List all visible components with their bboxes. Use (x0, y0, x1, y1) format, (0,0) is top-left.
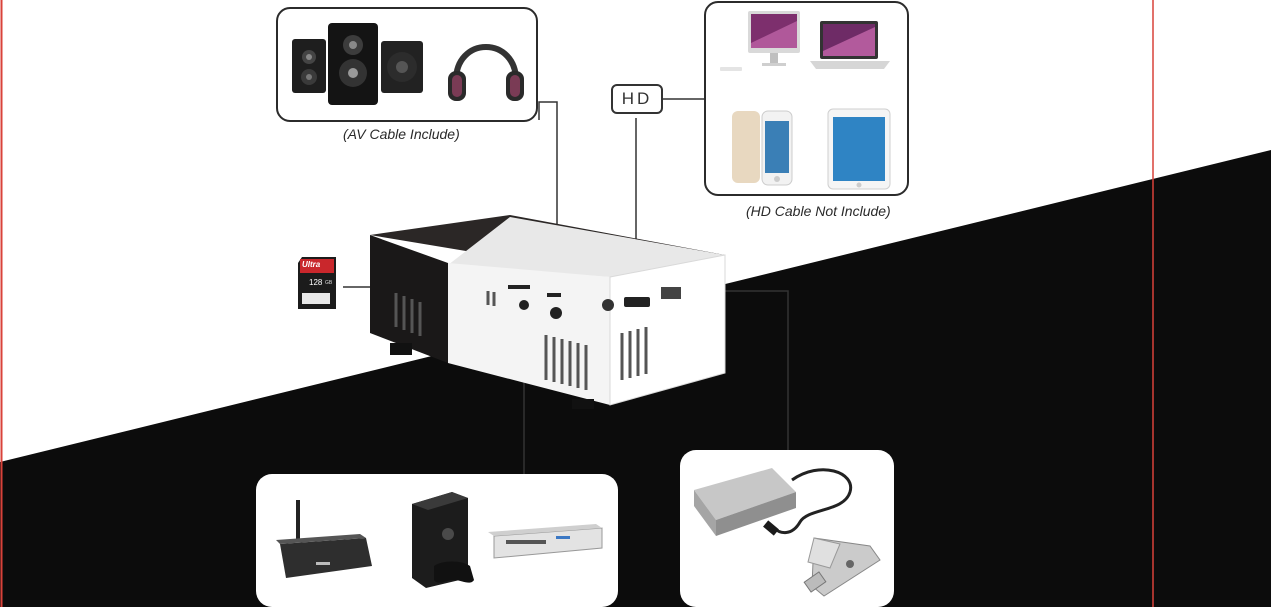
sd-card: Ultra 128 GB (298, 257, 336, 309)
av-sources-panel (256, 474, 618, 607)
iphone-icon (732, 110, 793, 186)
hd-devices-panel (704, 1, 909, 196)
av-cable-caption: (AV Cable Include) (343, 126, 460, 142)
hd-devices-illustration (720, 11, 891, 190)
ir-port (602, 299, 614, 311)
sd-card-graphic (298, 257, 336, 309)
tv-box-icon (276, 500, 372, 578)
projector-side-dark (370, 235, 448, 363)
usb-port (661, 287, 681, 299)
projector-right (609, 254, 726, 406)
xbox-console-icon (412, 492, 474, 588)
projector-foot-right (572, 399, 594, 409)
sd-card-unit: GB (325, 280, 333, 286)
sd-card-brand: Ultra (302, 260, 321, 269)
macbook-icon (810, 21, 890, 69)
audio-devices-illustration (292, 23, 524, 105)
usb-devices-panel (680, 450, 894, 607)
headphones-icon (448, 44, 524, 101)
mini-projector-illustration (370, 215, 726, 409)
projector-top-white (448, 217, 725, 277)
av-out-port (550, 307, 562, 319)
av-sources-illustration (276, 492, 603, 588)
power-port (547, 293, 561, 297)
sd-card-capacity: 128 (309, 278, 323, 287)
usb-devices-illustration (694, 468, 881, 597)
av-out-connector-line (538, 101, 558, 290)
av-in-port (519, 300, 529, 310)
hdmi-port (624, 297, 650, 307)
speakers-icon (292, 23, 423, 105)
sd-slot (508, 285, 530, 289)
dvd-player-icon (488, 524, 603, 559)
hd-cable-caption: (HD Cable Not Include) (746, 203, 891, 219)
external-hard-drive-icon (694, 468, 853, 536)
projector-foot-left (390, 343, 412, 355)
hd-port-label: HD (611, 84, 663, 114)
imac-icon (720, 11, 800, 71)
ipad-icon (827, 108, 891, 190)
audio-devices-panel (276, 7, 538, 122)
usb-flash-drive-icon (803, 537, 881, 597)
projector-vents (394, 291, 648, 390)
